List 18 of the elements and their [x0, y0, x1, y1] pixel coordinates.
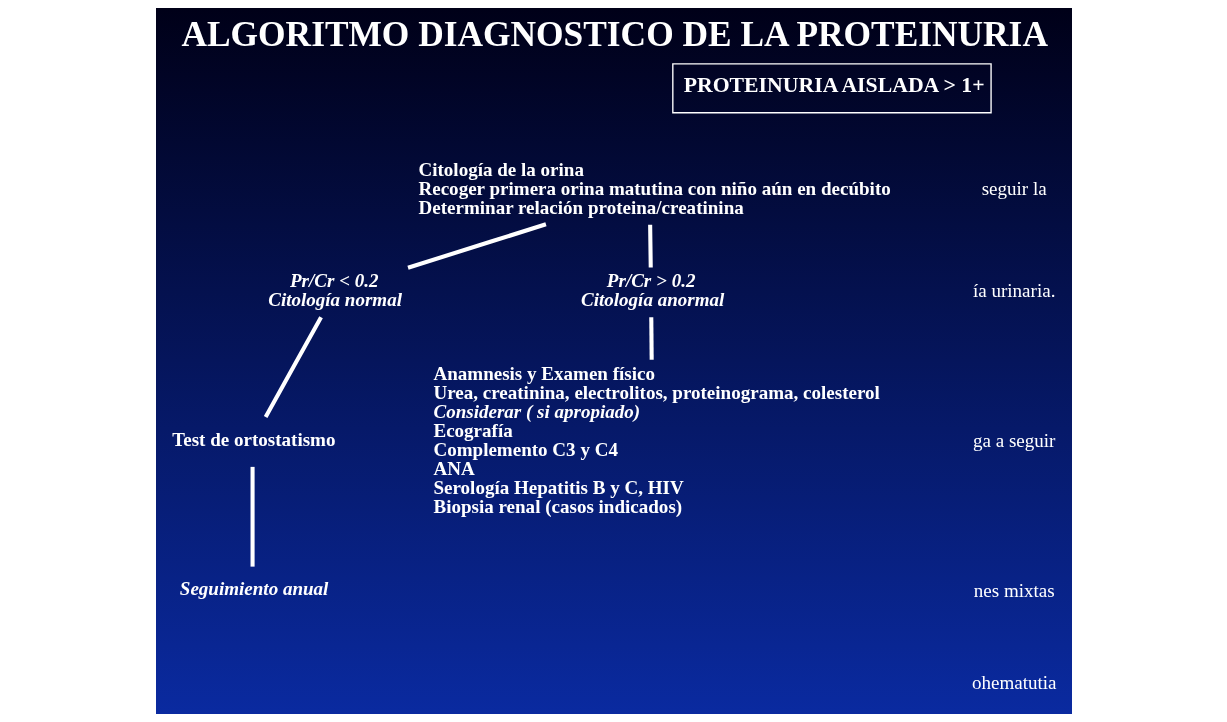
connector — [263, 316, 323, 418]
node-box: PROTEINURIA AISLADA > 1+ — [671, 63, 992, 114]
node-text: Test de ortostatismo — [171, 428, 335, 450]
node-text: Pr/Cr > 0.2 Citología anormal — [580, 270, 724, 311]
label: nes mixtas — [973, 579, 1055, 601]
connector — [647, 224, 653, 268]
label: ohematutia — [971, 672, 1056, 694]
connector — [406, 222, 547, 270]
connector — [250, 466, 255, 567]
node-text: Anamnesis y Examen físico Urea, creatinina, electrolitos, proteinograma, colesterol Considerar ( si apropiado) Ecografía Complemento C3 y C4 ANA Serología Hepatitis B y C, HIV Biopsia renal (casos indicados) — [432, 362, 880, 517]
label: ga a seguir — [972, 429, 1055, 451]
connector — [648, 317, 654, 360]
node-text: Seguimiento anual — [179, 578, 328, 600]
diagram-title: ALGORITMO DIAGNOSTICO DE LA PROTEINURIA — [181, 13, 1048, 54]
label: ía urinaria. — [972, 280, 1055, 302]
node-text: Pr/Cr < 0.2 Citología normal — [267, 270, 402, 311]
node-text: Citología de la orina Recoger primera orina matutina con niño aún en decúbito Determinar relación proteina/creatinina — [417, 158, 891, 218]
label: seguir la — [981, 178, 1047, 200]
